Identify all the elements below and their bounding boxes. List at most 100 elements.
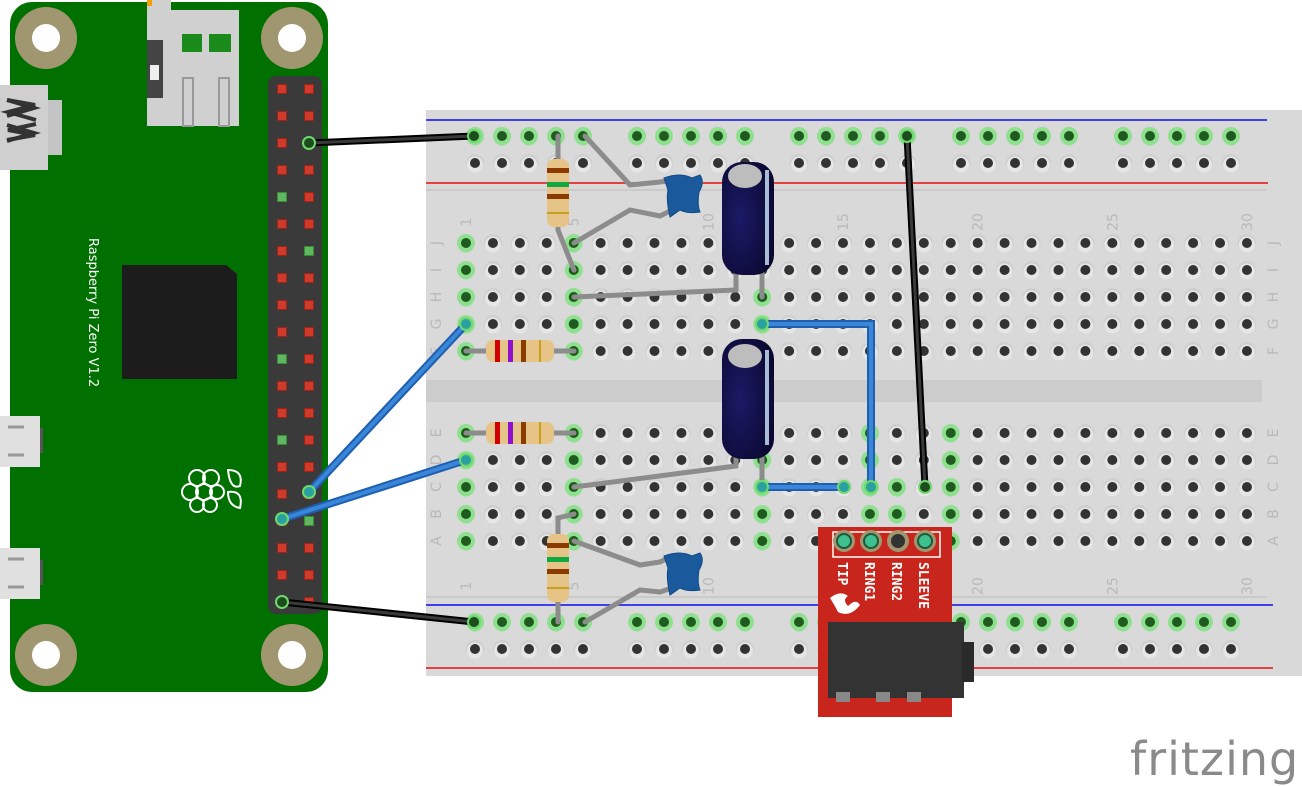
breadboard-hole-connected[interactable] [564, 315, 583, 334]
breadboard-hole[interactable] [1103, 342, 1122, 361]
breadboard-hole[interactable] [1195, 154, 1213, 173]
breadboard-hole[interactable] [655, 154, 673, 173]
breadboard-hole[interactable] [1211, 478, 1230, 497]
breadboard-hole[interactable] [1076, 288, 1095, 307]
breadboard-hole[interactable] [1049, 451, 1068, 470]
breadboard-hole[interactable] [1076, 315, 1095, 334]
breadboard-hole[interactable] [699, 451, 718, 470]
breadboard-hole[interactable] [537, 478, 556, 497]
ceramic-capacitor[interactable] [663, 552, 703, 596]
breadboard-hole-connected[interactable] [753, 532, 772, 551]
breadboard-hole[interactable] [780, 288, 799, 307]
breadboard-hole[interactable] [1033, 154, 1051, 173]
gpio-pin[interactable] [277, 381, 287, 391]
resistor[interactable] [547, 159, 569, 227]
breadboard-hole[interactable] [699, 342, 718, 361]
breadboard-hole[interactable] [968, 261, 987, 280]
breadboard-hole[interactable] [914, 261, 933, 280]
breadboard-hole[interactable] [645, 424, 664, 443]
breadboard-hole[interactable] [1211, 261, 1230, 280]
breadboard-hole[interactable] [1060, 640, 1078, 659]
breadboard-hole[interactable] [672, 505, 691, 524]
breadboard-hole[interactable] [1076, 478, 1095, 497]
breadboard-hole[interactable] [1130, 261, 1149, 280]
breadboard-hole[interactable] [672, 424, 691, 443]
breadboard-hole[interactable] [1211, 424, 1230, 443]
breadboard-hole[interactable] [591, 505, 610, 524]
gpio-pin[interactable] [277, 246, 287, 256]
breadboard-hole[interactable] [995, 315, 1014, 334]
breadboard-hole[interactable] [1130, 505, 1149, 524]
breadboard-hole[interactable] [709, 640, 727, 659]
breadboard-hole[interactable] [483, 315, 502, 334]
breadboard-hole[interactable] [537, 261, 556, 280]
gpio-pin[interactable] [304, 570, 314, 580]
breadboard-hole[interactable] [1103, 424, 1122, 443]
gpio-pin[interactable] [277, 219, 287, 229]
breadboard-hole[interactable] [1237, 451, 1256, 470]
breadboard-hole-connected[interactable] [941, 478, 960, 497]
breadboard-hole[interactable] [537, 234, 556, 253]
breadboard-hole[interactable] [1237, 234, 1256, 253]
breadboard-hole[interactable] [537, 288, 556, 307]
breadboard-hole-connected[interactable] [941, 424, 960, 443]
gpio-pin[interactable] [277, 354, 287, 364]
breadboard-hole-connected[interactable] [682, 127, 700, 146]
gpio-pin[interactable] [277, 435, 287, 445]
gpio-pin[interactable] [277, 489, 287, 499]
breadboard-hole[interactable] [1157, 478, 1176, 497]
breadboard-hole-connected[interactable] [736, 613, 754, 632]
breadboard-hole[interactable] [995, 424, 1014, 443]
breadboard-hole[interactable] [807, 451, 826, 470]
breadboard-hole[interactable] [645, 234, 664, 253]
breadboard-hole-connected[interactable] [1114, 127, 1132, 146]
breadboard-hole[interactable] [887, 451, 906, 470]
wire-endpoint[interactable] [302, 136, 316, 150]
gpio-pin[interactable] [304, 300, 314, 310]
breadboard-hole[interactable] [834, 451, 853, 470]
breadboard-hole[interactable] [968, 424, 987, 443]
breadboard-hole[interactable] [1076, 234, 1095, 253]
breadboard-hole[interactable] [709, 154, 727, 173]
breadboard-hole-connected[interactable] [493, 613, 511, 632]
breadboard-hole[interactable] [483, 478, 502, 497]
breadboard-hole[interactable] [645, 532, 664, 551]
breadboard-hole[interactable] [618, 424, 637, 443]
breadboard-hole[interactable] [1076, 532, 1095, 551]
breadboard-hole[interactable] [483, 451, 502, 470]
breadboard-hole[interactable] [466, 154, 484, 173]
breadboard-hole[interactable] [1168, 154, 1186, 173]
breadboard-hole[interactable] [968, 342, 987, 361]
breadboard-hole-connected[interactable] [941, 505, 960, 524]
wire-endpoint[interactable] [302, 485, 316, 499]
breadboard-hole[interactable] [483, 532, 502, 551]
breadboard-hole[interactable] [645, 315, 664, 334]
breadboard-hole[interactable] [968, 505, 987, 524]
breadboard-hole[interactable] [1049, 424, 1068, 443]
audio-jack-breakout[interactable]: TIP RING1 RING2 SLEEVE [818, 527, 974, 717]
breadboard-hole[interactable] [510, 234, 529, 253]
electrolytic-capacitor[interactable] [722, 339, 774, 459]
breadboard-hole[interactable] [618, 478, 637, 497]
breadboard-hole[interactable] [1049, 261, 1068, 280]
breadboard-hole[interactable] [1022, 261, 1041, 280]
gpio-pin[interactable] [277, 138, 287, 148]
breadboard-hole[interactable] [1211, 315, 1230, 334]
gpio-pin[interactable] [304, 84, 314, 94]
breadboard-hole[interactable] [537, 505, 556, 524]
breadboard-hole[interactable] [914, 234, 933, 253]
breadboard-hole[interactable] [672, 315, 691, 334]
breadboard-hole[interactable] [887, 342, 906, 361]
breadboard-hole[interactable] [699, 234, 718, 253]
breadboard-hole[interactable] [952, 154, 970, 173]
breadboard-hole-connected[interactable] [736, 127, 754, 146]
wire-endpoint[interactable] [275, 595, 289, 609]
breadboard-hole[interactable] [510, 451, 529, 470]
breadboard-hole[interactable] [807, 424, 826, 443]
breadboard-hole[interactable] [618, 451, 637, 470]
breadboard-hole[interactable] [682, 154, 700, 173]
breadboard-hole[interactable] [1184, 478, 1203, 497]
breadboard-hole-connected[interactable] [564, 451, 583, 470]
breadboard-hole[interactable] [1184, 234, 1203, 253]
breadboard-hole-connected[interactable] [871, 127, 889, 146]
